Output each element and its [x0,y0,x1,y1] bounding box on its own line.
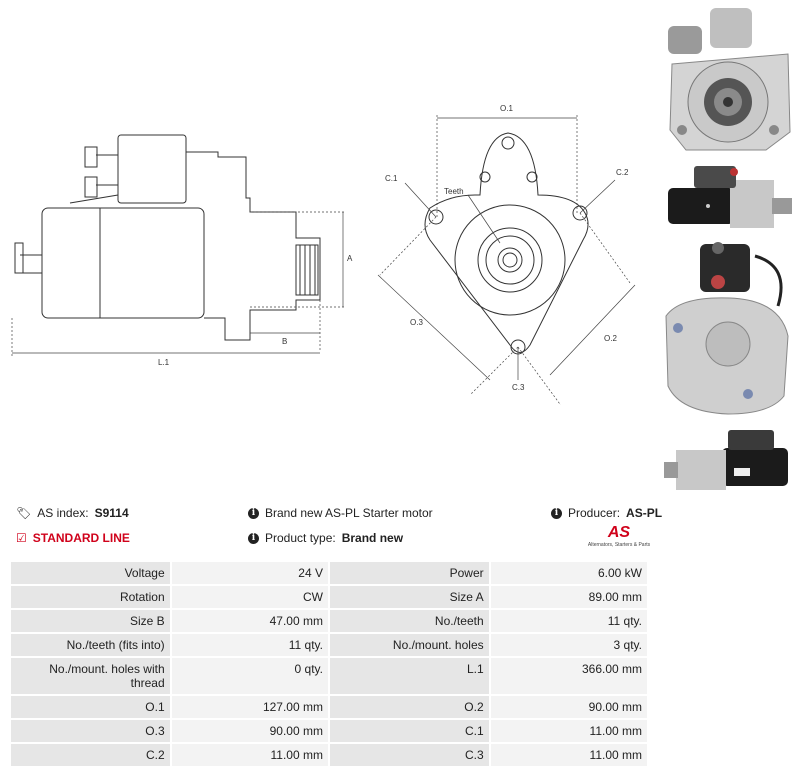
front-view-dimensions [377,115,636,405]
spec-value: 6.00 kW [490,562,647,584]
spec-value: 127.00 mm [171,696,328,718]
spec-label: Rotation [11,586,170,608]
spec-label: O.2 [329,696,489,718]
spec-row: No./teeth (fits into)11 qty.No./mount. h… [11,634,647,656]
dimension-label-teeth: Teeth [444,187,464,196]
producer: i Producer: AS-PL [551,506,662,520]
spec-value: 366.00 mm [490,658,647,694]
checkbox-check-icon: ☑ [16,531,27,545]
standard-line-label: STANDARD LINE [32,531,130,545]
spec-label: O.3 [11,720,170,742]
dimension-label-l1: L.1 [158,358,170,367]
product-info: 🏷︎ AS index: S9114 ☑ STANDARD LINE i Bra… [0,500,800,560]
info-icon: i [551,507,562,519]
dimension-label-c3: C.3 [512,383,525,392]
product-type-value: Brand new [341,531,404,545]
dimension-label-c1: C.1 [385,174,398,183]
spec-label: Size A [329,586,489,608]
spec-label: No./mount. holes with thread [11,658,170,694]
spec-value: 24 V [171,562,328,584]
spec-value: 11 qty. [171,634,328,656]
photo-angled-view[interactable] [662,424,796,494]
spec-label: Voltage [11,562,170,584]
photo-side-view[interactable] [660,158,796,234]
spec-value: 3 qty. [490,634,647,656]
spec-label: C.2 [11,744,170,766]
spec-label: L.1 [329,658,489,694]
info-icon: i [248,532,259,544]
spec-value: 47.00 mm [171,610,328,632]
photo-rear-view[interactable] [660,236,796,418]
spec-value: 11.00 mm [490,720,647,742]
spec-label: C.1 [329,720,489,742]
spec-value: 0 qty. [171,658,328,694]
spec-value: 89.00 mm [490,586,647,608]
front-view-drawing [424,132,589,355]
spec-value: 90.00 mm [490,696,647,718]
logo-text: AS [607,524,631,541]
technical-drawing: A B L.1 O.1 C.1 C.2 Teeth O.3 O.2 C.3 [11,104,636,405]
spec-label: C.3 [329,744,489,766]
spec-label: No./teeth (fits into) [11,634,170,656]
logo-tagline: Alternators, Starters & Parts [587,542,651,548]
producer-label: Producer: [568,506,621,520]
tags-icon: 🏷︎ [16,506,32,520]
side-view-dimensions [11,211,345,357]
spec-value: CW [171,586,328,608]
as-index-value: S9114 [94,506,129,520]
as-index: 🏷︎ AS index: S9114 [16,506,129,520]
spec-value: 11.00 mm [490,744,647,766]
dimension-label-c2: C.2 [616,168,629,177]
dimension-label-b: B [282,337,287,346]
product-photos [656,0,800,496]
standard-line: ☑ STANDARD LINE [16,531,130,545]
as-pl-logo: AS Alternators, Starters & Parts [586,524,652,554]
spec-value: 90.00 mm [171,720,328,742]
dimension-label-o1: O.1 [500,104,513,113]
spec-label: O.1 [11,696,170,718]
spec-value: 11.00 mm [171,744,328,766]
description: i Brand new AS-PL Starter motor [248,506,433,520]
dimension-label-o2: O.2 [604,334,617,343]
photo-front-view[interactable] [662,2,796,154]
spec-label: Power [329,562,489,584]
product-type-label: Product type: [265,531,336,545]
dimension-label-o3: O.3 [410,318,423,327]
info-icon: i [248,507,259,519]
spec-label: No./teeth [329,610,489,632]
product-type: i Product type: Brand new [248,531,403,545]
spec-value: 11 qty. [490,610,647,632]
producer-value: AS-PL [626,506,663,520]
as-index-label: AS index: [37,506,89,520]
description-text: Brand new AS-PL Starter motor [265,506,433,520]
spec-label: Size B [11,610,170,632]
dimension-label-a: A [347,254,353,263]
spec-label: No./mount. holes [329,634,489,656]
side-view-drawing [14,134,321,341]
